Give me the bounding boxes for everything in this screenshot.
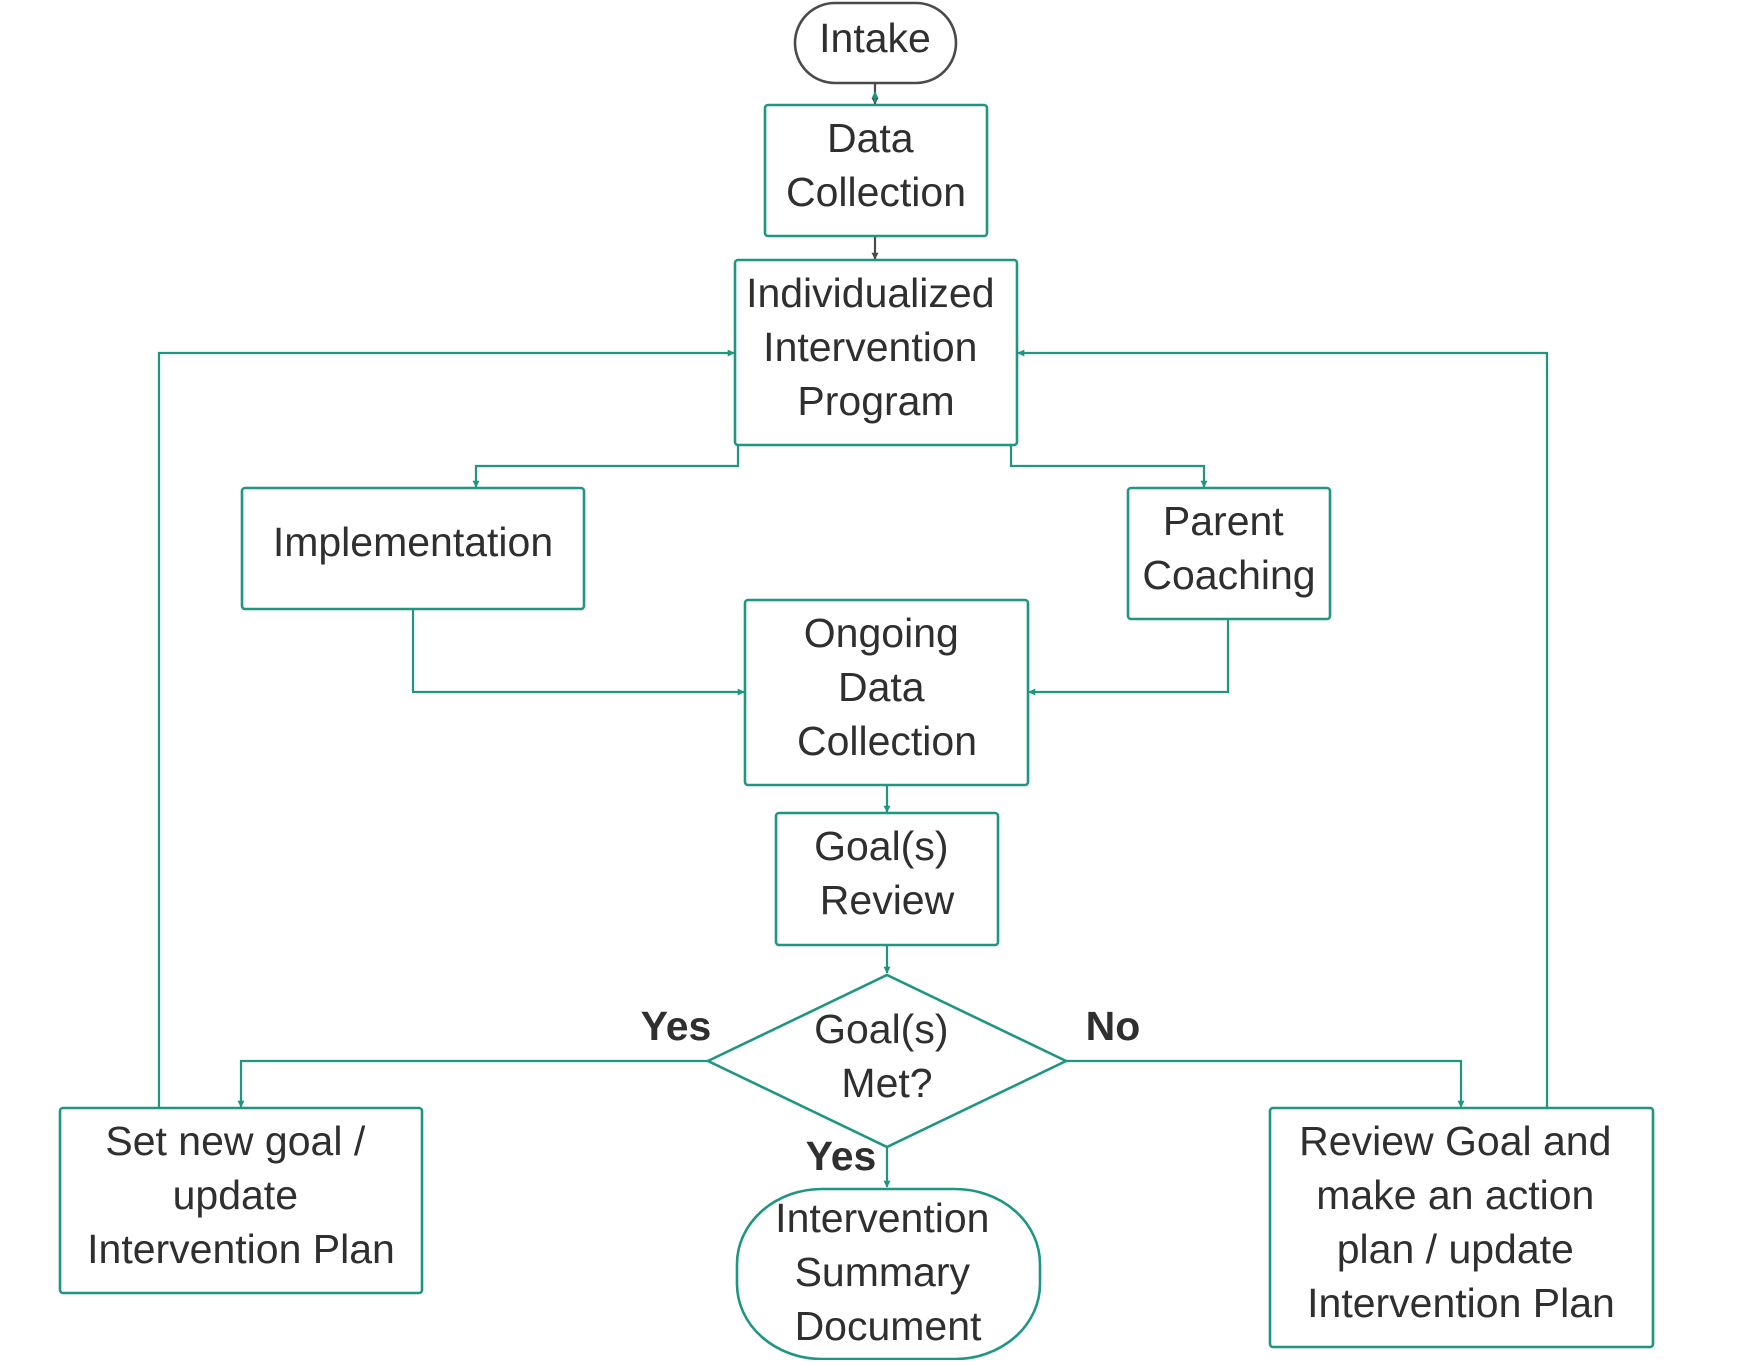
- connector-implementation-to-ongoing: [411, 610, 745, 696]
- iip-label-line: Intervention: [763, 324, 977, 370]
- goals-review-box: [774, 811, 1000, 947]
- goals-review-label-line: Goal(s): [814, 823, 948, 869]
- parent-coaching-label-line: Coaching: [1142, 552, 1315, 598]
- goals-review-label-line: Review: [820, 877, 955, 923]
- intake-terminator: [793, 1, 958, 85]
- intake-label-line: Intake: [819, 15, 931, 61]
- data-collection-box: [763, 103, 989, 238]
- implementation-label: Implementation: [273, 519, 553, 565]
- goals-met-label: Goal(s) Met?: [814, 1006, 960, 1106]
- iip-label-line: Program: [797, 378, 954, 424]
- data-collection-label-line: Collection: [786, 169, 966, 215]
- set-new-goal-label: Set new goal / update Intervention Plan: [87, 1118, 395, 1272]
- review-goal-box: [1268, 1106, 1655, 1349]
- review-goal-label-line: Intervention Plan: [1307, 1280, 1615, 1326]
- connector-goals-met-no-to-review-goal: [1066, 1059, 1465, 1108]
- data-collection-label: Data Collection: [786, 115, 966, 215]
- set-new-goal-label-line: update: [173, 1172, 298, 1218]
- iip-label-line: Individualized: [746, 270, 994, 316]
- intervention-summary-label-line: Summary: [795, 1249, 971, 1295]
- implementation-box: [240, 486, 586, 611]
- connector-goals-met-yes-to-set-new-goal: [237, 1059, 708, 1108]
- intervention-summary-label-line: Document: [795, 1303, 982, 1349]
- iip-label: Individualized Intervention Program: [746, 270, 1006, 424]
- intervention-summary-label: Intervention Summary Document: [775, 1195, 1001, 1349]
- edge-label-no-right: No: [1086, 1003, 1141, 1049]
- ongoing-data-collection-label-line: Ongoing: [804, 610, 959, 656]
- goals-met-label-line: Goal(s): [814, 1006, 948, 1052]
- connector-set-new-goal-loop-to-iip: [157, 349, 735, 1107]
- set-new-goal-label-line: Intervention Plan: [87, 1226, 395, 1272]
- intervention-summary-label-line: Intervention: [775, 1195, 989, 1241]
- review-goal-label-line: plan / update: [1337, 1226, 1574, 1272]
- goals-review-label: Goal(s) Review: [814, 823, 960, 923]
- goals-met-decision: [704, 973, 1070, 1149]
- edge-label-yes-down: Yes: [806, 1133, 877, 1179]
- parent-coaching-box: [1126, 486, 1332, 621]
- connector-parent-coaching-to-ongoing: [1028, 620, 1230, 696]
- review-goal-label-line: Review Goal and: [1299, 1118, 1611, 1164]
- connector-iip-to-implementation: [472, 446, 740, 488]
- review-goal-label: Review Goal and make an action plan / up…: [1299, 1118, 1623, 1326]
- set-new-goal-label-line: Set new goal /: [105, 1118, 365, 1164]
- ongoing-data-collection-box: [743, 598, 1030, 787]
- intake-label: Intake: [819, 15, 931, 61]
- review-goal-label-line: make an action: [1316, 1172, 1594, 1218]
- implementation-label-line: Implementation: [273, 519, 553, 565]
- parent-coaching-label: Parent Coaching: [1142, 498, 1315, 598]
- goals-met-label-line: Met?: [841, 1060, 932, 1106]
- intervention-summary-document: [735, 1187, 1042, 1361]
- edge-label-yes-left: Yes: [641, 1003, 712, 1049]
- parent-coaching-label-line: Parent: [1163, 498, 1284, 544]
- connector-review-goal-loop-to-iip: [1017, 349, 1549, 1107]
- set-new-goal-box: [58, 1106, 424, 1295]
- iip-box: [733, 258, 1019, 447]
- ongoing-data-collection-label: Ongoing Data Collection: [797, 610, 977, 764]
- data-collection-label-line: Data: [827, 115, 914, 161]
- ongoing-data-collection-label-line: Data: [838, 664, 925, 710]
- connector-iip-to-parent-coaching: [1009, 446, 1208, 488]
- ongoing-data-collection-label-line: Collection: [797, 718, 977, 764]
